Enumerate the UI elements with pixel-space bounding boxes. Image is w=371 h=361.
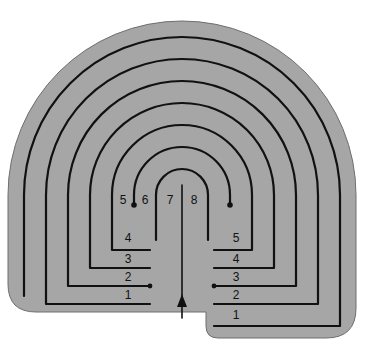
callout-number: 2 bbox=[125, 271, 132, 284]
callout-number: 6 bbox=[142, 194, 149, 207]
callout-number: 4 bbox=[233, 253, 240, 266]
entrance-arrowhead bbox=[177, 294, 187, 307]
callout-number: 7 bbox=[167, 194, 174, 207]
wall-end-dot bbox=[212, 284, 217, 289]
callout-number: 1 bbox=[125, 289, 132, 302]
callout-number: 4 bbox=[125, 232, 132, 245]
callout-number: 3 bbox=[233, 271, 240, 284]
wall-end-dot bbox=[148, 284, 153, 289]
callout-number: 2 bbox=[233, 289, 240, 302]
labyrinth-wall bbox=[24, 37, 340, 326]
labyrinth-ground bbox=[8, 21, 356, 338]
callout-number: 3 bbox=[125, 253, 132, 266]
callout-number: 5 bbox=[120, 194, 127, 207]
callout-number: 8 bbox=[191, 194, 198, 207]
wall-end-dot bbox=[131, 202, 137, 208]
callout-number: 1 bbox=[233, 309, 240, 322]
wall-end-dot bbox=[227, 202, 233, 208]
callout-number: 5 bbox=[233, 232, 240, 245]
